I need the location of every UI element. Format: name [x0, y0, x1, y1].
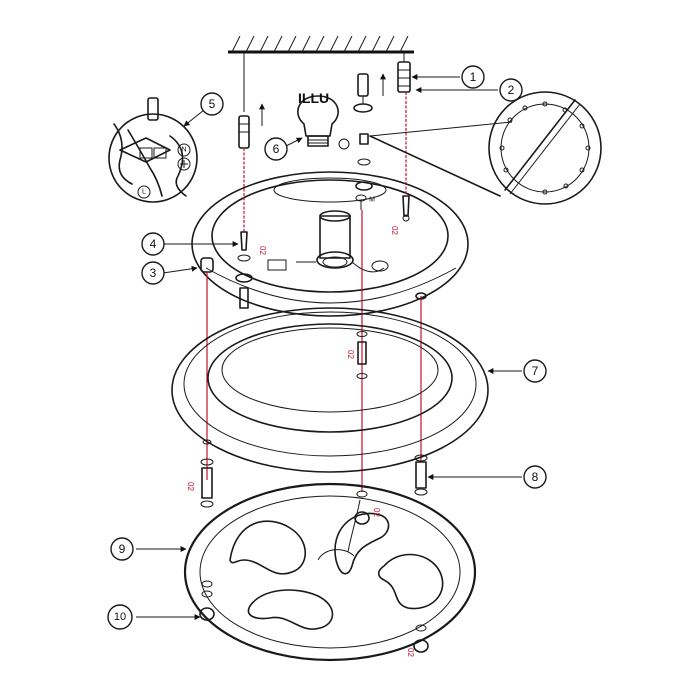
screw-top: [353, 73, 386, 113]
svg-text:M: M: [369, 197, 375, 204]
leader-lines: [136, 74, 522, 620]
callout-6-label: 6: [273, 142, 280, 156]
callout-5-label: 5: [209, 97, 216, 111]
callout-3-label: 3: [150, 266, 157, 280]
callout-4: 4: [141, 232, 165, 256]
callout-10: 10: [107, 604, 133, 630]
callout-7: 7: [523, 359, 547, 383]
callout-7-label: 7: [532, 364, 539, 378]
ceiling-plate: [191, 171, 469, 317]
callout-2: 2: [499, 78, 523, 102]
terminal-block-detail: N L: [108, 97, 198, 203]
red-mark-left: 02: [258, 246, 267, 255]
callout-5: 5: [200, 92, 224, 116]
stud-left: [200, 257, 214, 480]
terminal-neutral-label: N: [181, 147, 186, 154]
callout-6: 6: [264, 137, 288, 161]
red-mark-left-lower: 02: [186, 482, 195, 491]
bulb: [297, 95, 350, 150]
callout-8-label: 8: [532, 470, 539, 484]
bulb-label: ILLU: [298, 90, 329, 106]
spacer-right: [414, 454, 428, 496]
callout-9-label: 9: [119, 542, 126, 556]
callout-4-label: 4: [150, 237, 157, 251]
center-screw-plate: M: [355, 133, 375, 210]
callout-2-label: 2: [508, 83, 515, 97]
red-mark-center: 02: [346, 350, 355, 359]
decorative-ring: 02 02: [183, 482, 477, 662]
wall-plug: [397, 61, 411, 93]
spacer-left: 02: [186, 439, 214, 508]
glass-diffuser: 02: [171, 292, 489, 473]
callout-10-label: 10: [114, 611, 126, 623]
callout-9: 9: [110, 537, 134, 561]
callout-8: 8: [523, 465, 547, 489]
right-fixing-screw: 02: [390, 92, 410, 235]
red-mark-ring-right: 02: [406, 648, 415, 657]
red-mark-right: 02: [390, 226, 399, 235]
terminal-live-label: L: [142, 189, 146, 196]
callout-3: 3: [141, 261, 165, 285]
left-fixing-screw: 02: [235, 148, 267, 309]
callout-1-label: 1: [470, 70, 477, 84]
mounting-bracket-detail: [369, 91, 602, 205]
mount-screw-left: [238, 103, 265, 149]
ceiling: [228, 35, 414, 54]
red-mark-ring-top: 02: [372, 508, 381, 517]
callout-1: 1: [461, 65, 485, 89]
